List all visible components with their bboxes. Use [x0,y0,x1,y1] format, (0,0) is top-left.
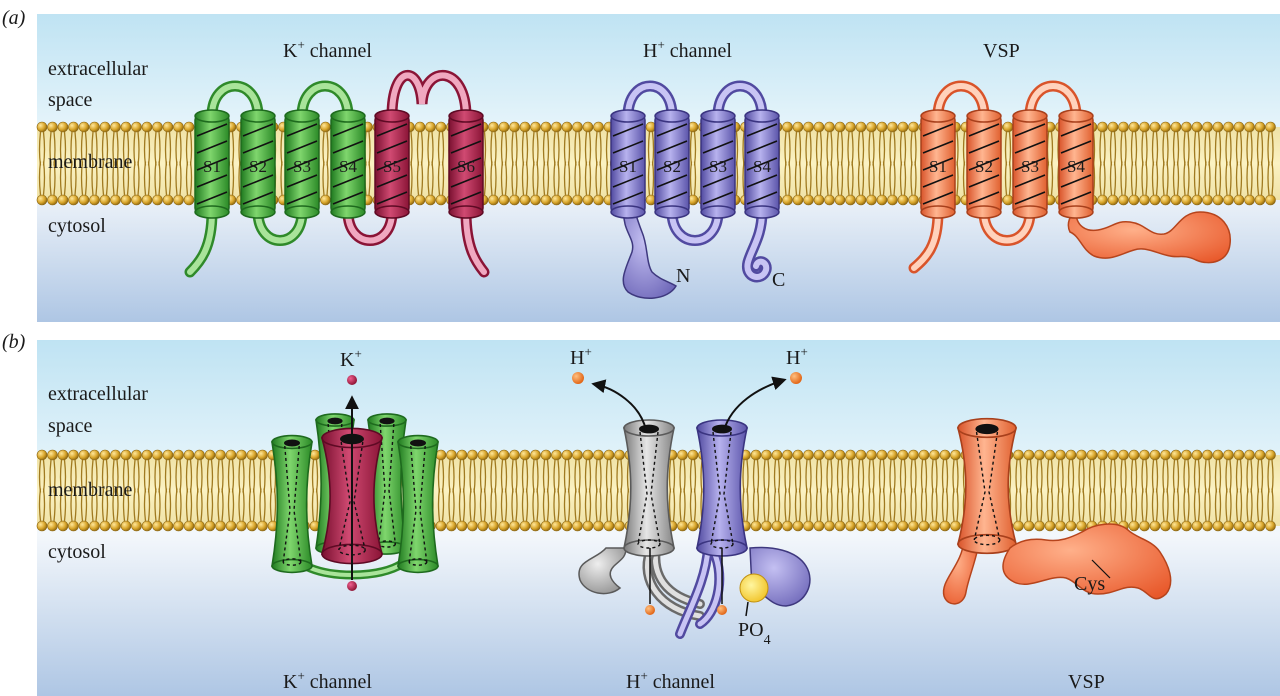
h-channel-title: H+ channel [643,37,732,62]
panel-a-membrane-label: membrane [48,151,133,173]
vsp-helices: S1 S2 S3 S4 [920,109,1094,219]
vsp-phosphatase-domain [1067,210,1231,264]
panel-a-cytosol-label: cytosol [48,215,106,237]
k-channel-helices: S1 S2 S3 S4 S5 S6 [194,109,484,219]
k-subunit-front-right [397,434,439,574]
panel-a-extracellular-label: extracellular [48,58,148,80]
h-helix-s2: S2 [654,109,690,219]
k-helix-s5: S5 [374,109,410,219]
k-helix-s3-label: S3 [293,157,311,176]
k-ion-bottom [347,581,357,591]
vsp-helix-s4: S4 [1058,109,1094,219]
cys-label: Cys [1074,573,1105,595]
vsp-helix-s3: S3 [1012,109,1048,219]
panel-a-tag: (a) [2,7,26,29]
panel-a-space-label: space [48,89,93,111]
vsp-n-terminal-tail [942,538,979,605]
k-ion-label: K+ [340,346,362,371]
k-helix-s5-label: S5 [383,157,401,176]
h-helix-s3-label: S3 [709,157,727,176]
vsp-helix-s3-label: S3 [1021,157,1039,176]
k-helix-s1: S1 [194,109,230,219]
panel-b: (b) extracellular space membrane cytosol… [2,331,1280,696]
h-channel-dimer [572,372,811,639]
k-channel-caption: K+ channel [283,668,372,693]
h-ion-label-left: H+ [570,344,592,369]
vsp-helix-s1-label: S1 [929,157,947,176]
h-ion-arrow-right [723,376,787,431]
n-terminus-label: N [676,265,690,287]
panel-b-cytosol-label: cytosol [48,541,106,563]
h-helix-s2-label: S2 [663,157,681,176]
k-channel-tetramer [271,375,439,591]
phosphate-pointer [745,601,749,617]
vsp-helix-s2-label: S2 [975,157,993,176]
h-ion-bottom-left [645,605,655,615]
k-helix-s2: S2 [240,109,276,219]
vsp-caption: VSP [1068,671,1105,693]
vsp-helix-s1: S1 [920,109,956,219]
h-subunit-purple [696,419,748,557]
h-ion-top-right [790,372,802,384]
h-channel-topology [622,80,772,283]
k-subunit-front-left [271,434,313,574]
k-helix-s1-label: S1 [203,157,221,176]
h-channel-caption: H+ channel [626,668,715,693]
panel-b-space-label: space [48,415,93,437]
h-helix-s4: S4 [744,109,780,219]
h-ion-top-left [572,372,584,384]
vsp-title: VSP [983,40,1020,62]
k-helix-s2-label: S2 [249,157,267,176]
h-subunit-grey [623,419,675,557]
panel-a: (a) extracellular space membrane cytosol… [2,7,1280,322]
vsp-voltage-sensor [956,417,1018,555]
h-helix-s1-label: S1 [619,157,637,176]
k-channel-topology [184,69,490,278]
c-terminus-label: C [772,269,785,291]
vsp-phosphatase-domain-b [1002,523,1172,600]
phosphate-label: PO4 [738,619,771,648]
h-ion-arrow-left [591,379,647,431]
h-helix-s1: S1 [610,109,646,219]
k-helix-s6: S6 [448,109,484,219]
k-helix-s4-label: S4 [339,157,357,176]
h-channel-helices: S1 S2 S3 S4 [610,109,780,219]
panel-b-membrane-label: membrane [48,479,133,501]
h-ion-bottom-right [717,605,727,615]
h-grey-cytoplasmic-domain [578,547,627,595]
h-ion-label-right: H+ [786,344,808,369]
panel-b-extracellular-label: extracellular [48,383,148,405]
k-channel-title: K+ channel [283,37,372,62]
k-helix-s4: S4 [330,109,366,219]
vsp-helix-s4-label: S4 [1067,157,1085,176]
h-helix-s3: S3 [700,109,736,219]
k-helix-s6-label: S6 [457,157,475,176]
vsp-topology [908,80,1082,274]
h-helix-s4-label: S4 [753,157,771,176]
h-channel-n-terminus [622,209,677,299]
k-ion-top [347,375,357,385]
k-helix-s3: S3 [284,109,320,219]
vsp-structure [942,417,1172,605]
panel-b-tag: (b) [2,331,26,353]
vsp-helix-s2: S2 [966,109,1002,219]
phosphate-group [739,573,769,603]
